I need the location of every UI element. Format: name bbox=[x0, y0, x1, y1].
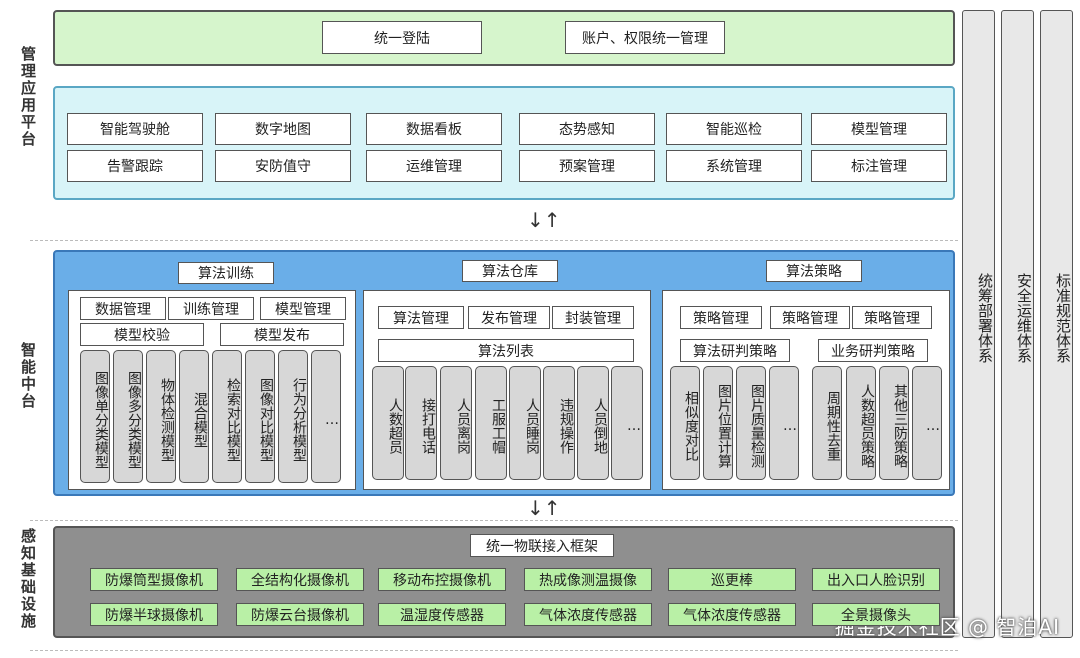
warehouse-list: 算法列表 bbox=[378, 339, 634, 362]
side-deploy-system: 统筹部署体系 bbox=[962, 10, 995, 638]
training-column: 行为分析模型 bbox=[278, 350, 308, 483]
iot-device: 防爆筒型摄像机 bbox=[90, 568, 218, 591]
iot-device: 全景摄像头 bbox=[812, 603, 940, 626]
iot-device: 温湿度传感器 bbox=[378, 603, 506, 626]
app-box: 运维管理 bbox=[366, 150, 502, 182]
separator-end bbox=[30, 650, 958, 651]
side-ops-system: 安全运维体系 bbox=[1001, 10, 1034, 638]
layer-label-perception: 感知基础设施 bbox=[19, 528, 37, 630]
strategy-column: 其他三防策略 bbox=[879, 366, 909, 480]
app-box: 数字地图 bbox=[215, 113, 351, 145]
side-standard-system: 标准规范体系 bbox=[1040, 10, 1073, 638]
training-tag-model: 模型管理 bbox=[260, 297, 346, 320]
app-box: 态势感知 bbox=[519, 113, 655, 145]
warehouse-column: 人员倒地 bbox=[577, 366, 609, 480]
apps-band bbox=[53, 86, 955, 200]
strategy-sub-algo: 算法研判策略 bbox=[680, 339, 790, 362]
app-box: 智能驾驶舱 bbox=[67, 113, 203, 145]
up-down-arrow-icon-2: ↓↑ bbox=[527, 496, 561, 520]
training-column: 图像多分类模型 bbox=[113, 350, 143, 483]
warehouse-tag-package: 封装管理 bbox=[552, 306, 634, 329]
iot-framework: 统一物联接入框架 bbox=[470, 534, 614, 557]
training-column: 混合模型 bbox=[179, 350, 209, 483]
training-column: 图像对比模型 bbox=[245, 350, 275, 483]
layer-label-middle: 智能中台 bbox=[19, 342, 37, 410]
app-box: 告警跟踪 bbox=[67, 150, 203, 182]
warehouse-column: … bbox=[611, 366, 643, 480]
iot-device: 防爆半球摄像机 bbox=[90, 603, 218, 626]
warehouse-column: 人数超员 bbox=[372, 366, 404, 480]
warehouse-column: 工服工帽 bbox=[475, 366, 507, 480]
iot-device: 气体浓度传感器 bbox=[524, 603, 652, 626]
strategy-column: 图片位置计算 bbox=[703, 366, 733, 480]
iot-device: 防爆云台摄像机 bbox=[236, 603, 364, 626]
iot-device: 出入口人脸识别 bbox=[812, 568, 940, 591]
iot-device: 热成像测温摄像 bbox=[524, 568, 652, 591]
iot-device: 全结构化摄像机 bbox=[236, 568, 364, 591]
strategy-tag-1: 策略管理 bbox=[680, 306, 762, 329]
warehouse-column: 人员睡岗 bbox=[509, 366, 541, 480]
strategy-column: 相似度对比 bbox=[670, 366, 700, 480]
app-box: 标注管理 bbox=[811, 150, 947, 182]
separator-bottom bbox=[30, 520, 958, 521]
strategy-column: 图片质量检测 bbox=[736, 366, 766, 480]
account-box: 账户、权限统一管理 bbox=[565, 21, 725, 54]
iot-device: 巡更棒 bbox=[668, 568, 796, 591]
training-sub-verify: 模型校验 bbox=[80, 323, 204, 346]
warehouse-tag-publish: 发布管理 bbox=[468, 306, 550, 329]
auth-band bbox=[53, 10, 955, 66]
strategy-tag-2: 策略管理 bbox=[770, 306, 850, 329]
training-sub-publish: 模型发布 bbox=[220, 323, 344, 346]
warehouse-tag-algo: 算法管理 bbox=[378, 306, 464, 329]
app-box: 预案管理 bbox=[519, 150, 655, 182]
layer-label-management: 管理应用平台 bbox=[19, 46, 37, 148]
login-box: 统一登陆 bbox=[322, 21, 482, 54]
iot-device: 气体浓度传感器 bbox=[668, 603, 796, 626]
app-box: 数据看板 bbox=[366, 113, 502, 145]
warehouse-column: 人员离岗 bbox=[440, 366, 472, 480]
up-down-arrow-icon: ↓↑ bbox=[527, 208, 561, 232]
strategy-column: 周期性去重 bbox=[812, 366, 842, 480]
app-box: 智能巡检 bbox=[666, 113, 802, 145]
strategy-title: 算法策略 bbox=[766, 260, 862, 282]
separator-top bbox=[30, 240, 958, 241]
warehouse-column: 违规操作 bbox=[543, 366, 575, 480]
strategy-column: … bbox=[912, 366, 942, 480]
training-column: 物体检测模型 bbox=[146, 350, 176, 483]
strategy-tag-3: 策略管理 bbox=[852, 306, 932, 329]
app-box: 模型管理 bbox=[811, 113, 947, 145]
training-title: 算法训练 bbox=[178, 262, 274, 284]
app-box: 系统管理 bbox=[666, 150, 802, 182]
strategy-sub-business: 业务研判策略 bbox=[818, 339, 928, 362]
training-column: 检索对比模型 bbox=[212, 350, 242, 483]
training-column: 图像单分类模型 bbox=[80, 350, 110, 483]
training-column: … bbox=[311, 350, 341, 483]
warehouse-title: 算法仓库 bbox=[462, 260, 558, 282]
iot-device: 移动布控摄像机 bbox=[378, 568, 506, 591]
strategy-column: 人数超员策略 bbox=[846, 366, 876, 480]
strategy-column: … bbox=[769, 366, 799, 480]
training-tag-train: 训练管理 bbox=[168, 297, 254, 320]
training-tag-data: 数据管理 bbox=[80, 297, 166, 320]
warehouse-column: 接打电话 bbox=[405, 366, 437, 480]
app-box: 安防值守 bbox=[215, 150, 351, 182]
